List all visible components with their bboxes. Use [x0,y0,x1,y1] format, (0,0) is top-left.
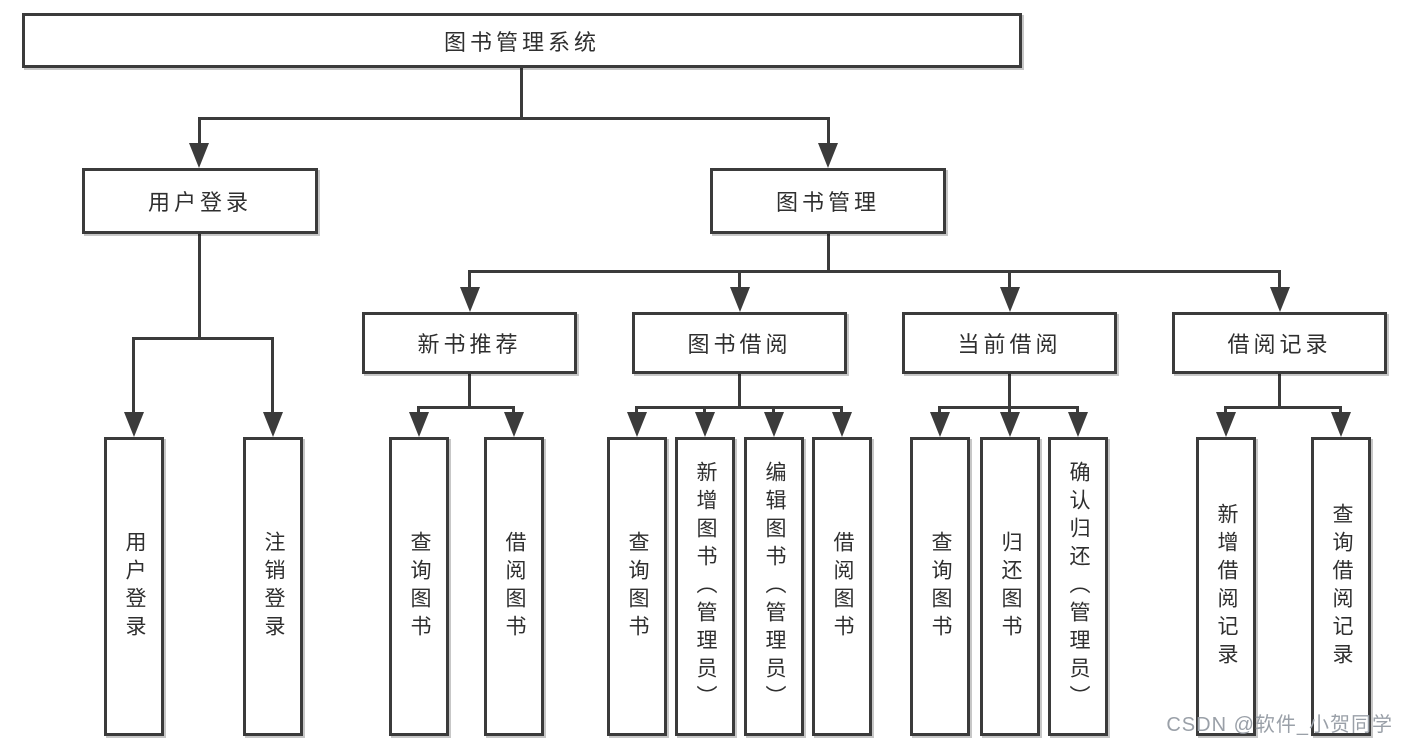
connector-drop [1008,406,1011,415]
watermark: CSDN @软件_小贺同学 [1166,714,1393,736]
arrow-down-icon [460,287,480,312]
connector-root-stem [520,68,523,120]
connector-section-stem [1278,374,1281,409]
arrow-down-icon [695,412,715,437]
connector-drop [1278,270,1281,290]
connector-level2-rail [468,270,1281,273]
arrow-down-icon [504,412,524,437]
connector-drop [512,406,515,415]
leaf-query-borrow-record: 查询借阅记录 [1311,437,1371,736]
connector-drop [132,337,135,415]
connector-drop [703,406,706,415]
connector-drop [635,406,638,415]
node-book-borrowing: 图书借阅 [632,312,847,374]
leaf-borrow-books: 借阅图书 [812,437,872,736]
connector-section-stem [1008,374,1011,409]
arrow-down-icon [1068,412,1088,437]
connector-drop [1339,406,1342,415]
connector-book-mgmt-stem [827,234,830,273]
connector-drop [417,406,420,415]
arrow-down-icon [409,412,429,437]
leaf-return-books: 归还图书 [980,437,1040,736]
leaf-add-books-admin: 新增图书（管理员） [675,437,735,736]
leaf-user-login: 用户登录 [104,437,164,736]
arrow-down-icon [818,143,838,168]
connector-drop [938,406,941,415]
connector-drop [772,406,775,415]
connector-drop [1224,406,1227,415]
leaf-query-books: 查询图书 [607,437,667,736]
arrow-down-icon [627,412,647,437]
connector-drop [827,117,830,147]
node-library-management-system: 图书管理系统 [22,13,1022,68]
node-new-book-recommendation: 新书推荐 [362,312,577,374]
node-borrowing-records: 借阅记录 [1172,312,1387,374]
connector-drop [738,270,741,290]
arrow-down-icon [764,412,784,437]
connector-section-stem [468,374,471,409]
connector-user-login-stem [198,234,201,340]
arrow-down-icon [1000,287,1020,312]
arrow-down-icon [1331,412,1351,437]
connector-section-rail [1224,406,1342,409]
arrow-down-icon [1000,412,1020,437]
node-book-management: 图书管理 [710,168,946,234]
arrow-down-icon [189,143,209,168]
connector-section-rail [635,406,843,409]
leaf-borrow-books: 借阅图书 [484,437,544,736]
connector-section-rail [417,406,515,409]
connector-drop [271,337,274,415]
arrow-down-icon [1270,287,1290,312]
connector-drop [1076,406,1079,415]
connector-drop [840,406,843,415]
connector-drop [468,270,471,290]
leaf-add-borrow-record: 新增借阅记录 [1196,437,1256,736]
arrow-down-icon [930,412,950,437]
connector-drop [198,117,201,147]
node-user-login: 用户登录 [82,168,318,234]
connector-user-login-rail [132,337,274,340]
arrow-down-icon [730,287,750,312]
leaf-query-books: 查询图书 [910,437,970,736]
arrow-down-icon [263,412,283,437]
leaf-logout: 注销登录 [243,437,303,736]
leaf-query-books: 查询图书 [389,437,449,736]
node-current-borrowing: 当前借阅 [902,312,1117,374]
connector-drop [1008,270,1011,290]
connector-level1-rail [198,117,830,120]
connector-section-stem [738,374,741,409]
arrow-down-icon [832,412,852,437]
arrow-down-icon [124,412,144,437]
leaf-edit-books-admin: 编辑图书（管理员） [744,437,804,736]
arrow-down-icon [1216,412,1236,437]
leaf-confirm-return-admin: 确认归还（管理员） [1048,437,1108,736]
